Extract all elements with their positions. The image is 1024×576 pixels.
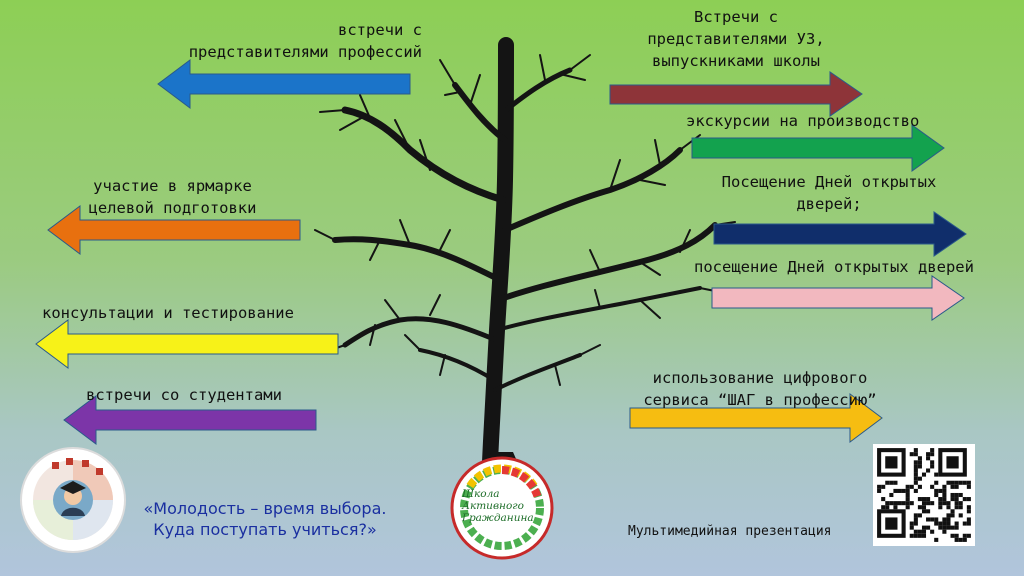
label-digital-service: использование цифрового сервиса “ШАГ в п… [643,369,877,409]
arrow-left-3 [35,319,339,369]
label-professional-meetings: встречи с представителями профессий [188,21,422,61]
label-university-meetings: Встречи с представителями УЗ, выпускника… [647,8,825,70]
label-open-days-2: посещение Дней открытых дверей [694,258,974,276]
left-arrows [35,59,411,445]
arrow-right-4 [711,275,965,321]
arrow-right-3 [713,211,967,257]
career-emblem [20,447,126,553]
label-job-fair: участие в ярмарке целевой подготовки [88,177,257,217]
qr-code [873,444,975,546]
arrow-left-2 [47,205,301,255]
label-consultations: консультации и тестирование [42,304,294,322]
label-student-meetings: встречи со студентами [86,386,282,404]
slogan-text: «Молодость – время выбора. Куда поступат… [143,499,387,539]
arrow-right-1 [609,71,863,117]
right-arrows [609,71,967,443]
logo-text: Школа Активного Гражданина [462,488,534,524]
footer-caption: Мультимедийная презентация [628,524,832,539]
arrow-left-1 [157,59,411,109]
label-excursions: экскурсии на производство [686,112,920,130]
arrow-left-4 [63,395,317,445]
school-logo [450,456,554,560]
arrow-right-2 [691,124,945,172]
tree-illustration [314,37,736,470]
arrow-right-5 [629,393,883,443]
label-open-days-1: Посещение Дней открытых дверей; [721,173,937,213]
